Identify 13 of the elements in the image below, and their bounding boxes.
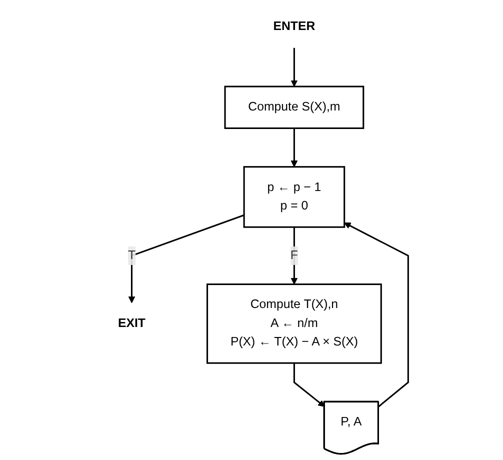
arrow <box>290 48 298 87</box>
arrow <box>290 128 298 168</box>
node-box: Compute S(X),m <box>224 86 364 129</box>
arrow <box>344 222 409 408</box>
edge-label: T <box>128 248 136 262</box>
node-text: EXIT <box>118 316 146 330</box>
edge-label: F <box>290 248 298 262</box>
node-box: p ← p − 1 p = 0 <box>243 166 346 228</box>
node-box: Compute T(X),n A ← n/m P(X) ← T(X) − A × S(X) <box>206 284 382 364</box>
arrow <box>128 214 244 304</box>
node-text: ENTER <box>273 20 316 34</box>
arrow <box>293 363 325 407</box>
arrow <box>290 227 298 285</box>
